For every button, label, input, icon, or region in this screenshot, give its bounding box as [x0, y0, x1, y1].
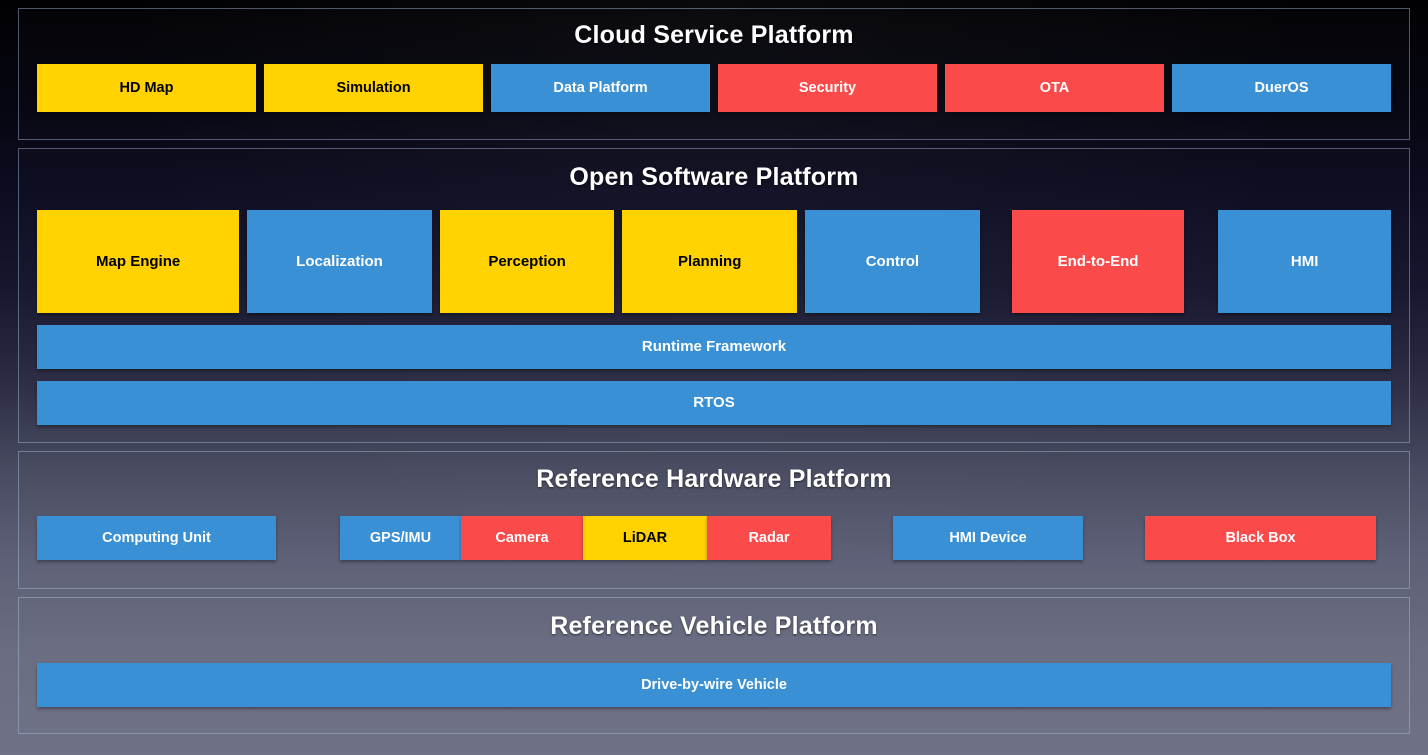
box-map-engine[interactable]: Map Engine — [37, 210, 240, 313]
box-radar[interactable]: Radar — [707, 516, 831, 560]
box-camera[interactable]: Camera — [461, 516, 583, 560]
layer-title-hardware: Reference Hardware Platform — [536, 465, 892, 493]
software-box-row: Map Engine Localization Perception Plann… — [37, 210, 1391, 313]
box-black-box[interactable]: Black Box — [1145, 516, 1376, 560]
box-drive-by-wire-vehicle[interactable]: Drive-by-wire Vehicle — [37, 663, 1391, 707]
layer-title-vehicle: Reference Vehicle Platform — [550, 612, 878, 640]
vehicle-box-row: Drive-by-wire Vehicle — [37, 663, 1391, 707]
box-lidar[interactable]: LiDAR — [583, 516, 707, 560]
bar-runtime-framework[interactable]: Runtime Framework — [37, 325, 1391, 369]
box-localization[interactable]: Localization — [247, 210, 432, 313]
box-hmi[interactable]: HMI — [1218, 210, 1391, 313]
hardware-box-row: Computing Unit GPS/IMU Camera LiDAR Rada… — [37, 516, 1391, 560]
layer-title-software: Open Software Platform — [569, 163, 859, 191]
box-planning[interactable]: Planning — [622, 210, 798, 313]
box-simulation[interactable]: Simulation — [264, 64, 483, 112]
box-control[interactable]: Control — [805, 210, 980, 313]
layer-reference-hardware-platform: Reference Hardware Platform Computing Un… — [18, 451, 1410, 589]
box-gps-imu[interactable]: GPS/IMU — [340, 516, 461, 560]
layer-reference-vehicle-platform: Reference Vehicle Platform Drive-by-wire… — [18, 597, 1410, 734]
box-perception[interactable]: Perception — [439, 210, 615, 313]
box-hd-map[interactable]: HD Map — [37, 64, 256, 112]
box-ota[interactable]: OTA — [945, 64, 1164, 112]
box-data-platform[interactable]: Data Platform — [491, 64, 710, 112]
box-computing-unit[interactable]: Computing Unit — [37, 516, 276, 560]
layer-cloud-service-platform: Cloud Service Platform HD Map Simulation… — [18, 8, 1410, 140]
box-hmi-device[interactable]: HMI Device — [893, 516, 1083, 560]
cloud-box-row: HD Map Simulation Data Platform Security… — [37, 64, 1391, 112]
bar-rtos[interactable]: RTOS — [37, 381, 1391, 425]
layer-title-cloud: Cloud Service Platform — [574, 21, 854, 49]
box-end-to-end[interactable]: End-to-End — [1011, 210, 1185, 313]
layer-open-software-platform: Open Software Platform Map Engine Locali… — [18, 148, 1410, 443]
box-dueros[interactable]: DuerOS — [1172, 64, 1391, 112]
box-security[interactable]: Security — [718, 64, 937, 112]
